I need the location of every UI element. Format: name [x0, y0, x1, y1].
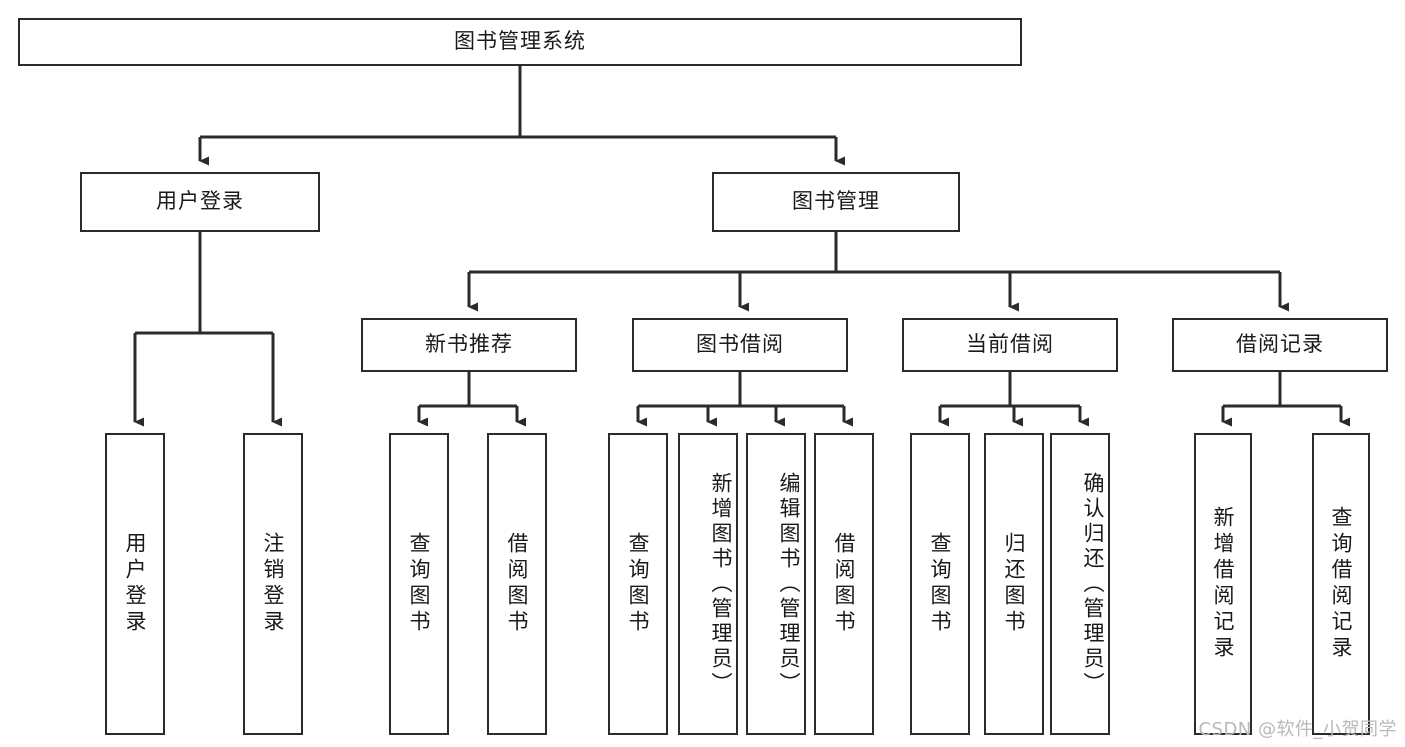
node-leaf-user-login[interactable]: 用户登录 [105, 433, 165, 735]
node-current-borrow-label: 当前借阅 [966, 332, 1054, 357]
node-user-login-label: 用户登录 [156, 189, 244, 214]
node-leaf-query-book-1[interactable]: 查询图书 [389, 433, 449, 735]
node-leaf-add-book[interactable]: 新增图书（管理员） [678, 433, 738, 735]
node-book-borrow-label: 图书借阅 [696, 332, 784, 357]
node-leaf-user-logout-label: 注销登录 [261, 532, 285, 636]
node-new-book-recommend[interactable]: 新书推荐 [361, 318, 577, 372]
node-leaf-add-record[interactable]: 新增借阅记录 [1194, 433, 1252, 735]
node-leaf-query-book-1-label: 查询图书 [407, 532, 431, 636]
node-leaf-edit-book-label: 编辑图书（管理员） [777, 471, 801, 697]
node-root[interactable]: 图书管理系统 [18, 18, 1022, 66]
node-user-login[interactable]: 用户登录 [80, 172, 320, 232]
node-borrow-record[interactable]: 借阅记录 [1172, 318, 1388, 372]
node-leaf-user-login-label: 用户登录 [123, 532, 147, 636]
node-leaf-query-book-2-label: 查询图书 [626, 532, 650, 636]
node-leaf-query-book-3[interactable]: 查询图书 [910, 433, 970, 735]
node-leaf-return-book-label: 归还图书 [1002, 532, 1026, 636]
node-book-manage-label: 图书管理 [792, 189, 880, 214]
node-book-borrow[interactable]: 图书借阅 [632, 318, 848, 372]
node-leaf-return-book[interactable]: 归还图书 [984, 433, 1044, 735]
node-leaf-borrow-book-1-label: 借阅图书 [505, 532, 529, 636]
node-leaf-borrow-book-1[interactable]: 借阅图书 [487, 433, 547, 735]
node-book-manage[interactable]: 图书管理 [712, 172, 960, 232]
node-leaf-query-book-2[interactable]: 查询图书 [608, 433, 668, 735]
watermark: CSDN @软件_小贺同学 [1198, 719, 1397, 740]
node-leaf-confirm-return[interactable]: 确认归还（管理员） [1050, 433, 1110, 735]
node-leaf-query-record-label: 查询借阅记录 [1329, 506, 1353, 662]
node-leaf-query-book-3-label: 查询图书 [928, 532, 952, 636]
node-leaf-add-record-label: 新增借阅记录 [1211, 506, 1235, 662]
node-new-book-recommend-label: 新书推荐 [425, 332, 513, 357]
node-leaf-user-logout[interactable]: 注销登录 [243, 433, 303, 735]
node-leaf-borrow-book-2[interactable]: 借阅图书 [814, 433, 874, 735]
node-leaf-borrow-book-2-label: 借阅图书 [832, 532, 856, 636]
node-leaf-query-record[interactable]: 查询借阅记录 [1312, 433, 1370, 735]
node-leaf-confirm-return-label: 确认归还（管理员） [1081, 471, 1105, 697]
node-root-label: 图书管理系统 [454, 29, 586, 54]
node-leaf-edit-book[interactable]: 编辑图书（管理员） [746, 433, 806, 735]
node-leaf-add-book-label: 新增图书（管理员） [709, 471, 733, 697]
node-borrow-record-label: 借阅记录 [1236, 332, 1324, 357]
node-current-borrow[interactable]: 当前借阅 [902, 318, 1118, 372]
